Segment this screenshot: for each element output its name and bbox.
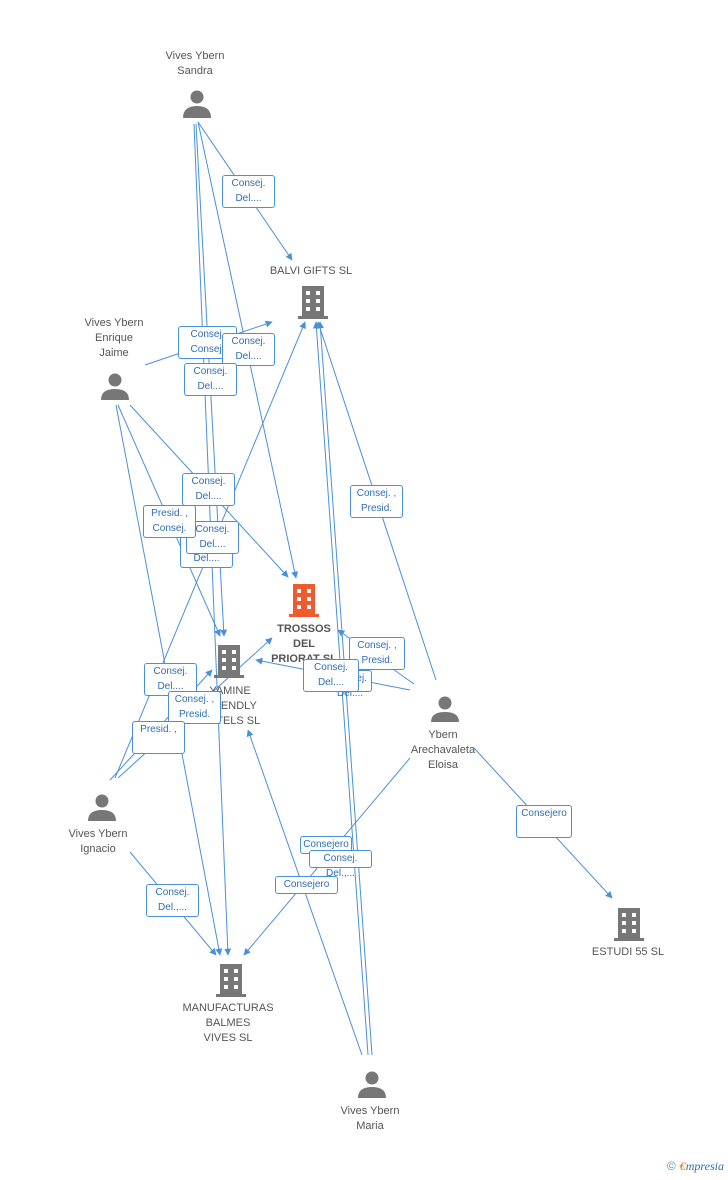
relation-label[interactable]: Consej. Del.... xyxy=(182,473,235,506)
person-icon-enrique xyxy=(101,373,129,400)
relation-label[interactable]: Consej. Del.... xyxy=(222,333,275,366)
node-label-ignacio[interactable]: Vives Ybern Ignacio xyxy=(68,828,128,855)
person-icon-eloisa xyxy=(431,696,459,722)
relation-label[interactable]: Presid. , xyxy=(132,721,185,754)
copyright-icon: © xyxy=(666,1159,676,1173)
node-label-enrique[interactable]: Vives Ybern Enrique Jaime xyxy=(84,317,144,359)
relation-label[interactable]: Consej. Del.... xyxy=(222,175,275,208)
node-label-estudi[interactable]: ESTUDI 55 SL xyxy=(591,946,665,958)
brand-logo-text: mpresia xyxy=(685,1159,724,1173)
building-icon-yamine xyxy=(214,645,244,678)
building-icon-manuf xyxy=(216,964,246,997)
node-label-sandra[interactable]: Vives Ybern Sandra xyxy=(165,50,225,77)
relation-label[interactable]: Consej. Del.... xyxy=(184,363,237,396)
relation-label[interactable]: Presid. , Consej. xyxy=(143,505,196,538)
building-icon-trossos xyxy=(289,584,319,617)
relation-label[interactable]: Consej. , Presid. xyxy=(168,691,221,724)
person-icon-maria xyxy=(358,1071,386,1098)
building-icon-estudi xyxy=(614,908,644,941)
relation-label[interactable]: Consej. , Presid. xyxy=(350,485,403,518)
brand-footer[interactable]: ©€mpresia xyxy=(667,1159,724,1174)
relation-label[interactable]: Consej. Del.... xyxy=(303,659,359,692)
node-label-maria[interactable]: Vives Ybern Maria xyxy=(340,1105,400,1132)
building-icon-balvi xyxy=(298,286,328,319)
relation-label[interactable]: Consejero xyxy=(516,805,572,838)
node-label-manuf[interactable]: MANUFACTURAS BALMES VIVES SL xyxy=(182,1002,274,1044)
relation-label[interactable]: Consej. Del.,... xyxy=(146,884,199,917)
brand-logo-initial: € xyxy=(679,1159,686,1173)
relation-label[interactable]: Consej. Del.,... xyxy=(309,850,372,879)
relation-label[interactable]: Consejero xyxy=(275,876,338,894)
node-label-eloisa[interactable]: Ybern Arechavaleta Eloisa xyxy=(410,729,476,771)
person-icon-sandra xyxy=(183,90,211,118)
person-icon-ignacio xyxy=(88,794,116,821)
node-label-balvi[interactable]: BALVI GIFTS SL xyxy=(269,265,353,277)
